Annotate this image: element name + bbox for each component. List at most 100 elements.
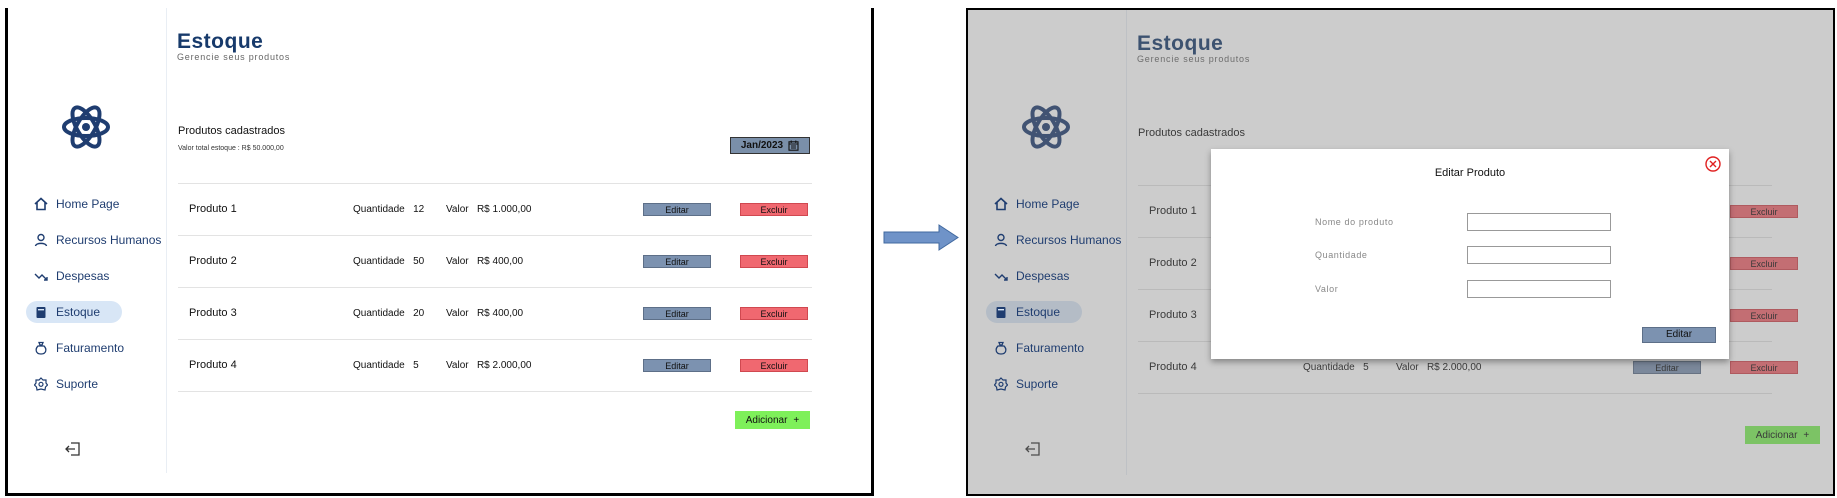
logout-icon[interactable] — [1024, 440, 1042, 458]
quantity-value: 20 — [413, 308, 425, 319]
sidebar-item-label: Home Page — [1016, 197, 1080, 211]
sidebar-divider — [166, 8, 167, 473]
edit-button[interactable]: Editar — [643, 359, 711, 372]
sidebar-item-label: Faturamento — [56, 341, 125, 355]
quantity-cell: Quantidade 50 — [353, 256, 424, 267]
quantity-label: Quantidade — [353, 308, 405, 319]
sidebar-item-label: Estoque — [1016, 305, 1061, 319]
quantity-label: Quantidade — [353, 204, 405, 215]
person-icon — [994, 233, 1008, 247]
sidebar-nav: Home Page Recursos Humanos Despesas Esto… — [26, 186, 166, 402]
value-amount: R$ 2.000,00 — [476, 360, 532, 371]
delete-button[interactable]: Excluir — [740, 203, 808, 216]
value-cell: Valor R$ 1.000,00 — [446, 204, 531, 215]
edit-button[interactable]: Editar — [643, 307, 711, 320]
sidebar-item-faturamento[interactable]: Faturamento — [988, 330, 1126, 366]
logout-icon[interactable] — [64, 440, 82, 458]
money-bag-icon — [35, 341, 47, 355]
product-name: Produto 3 — [189, 307, 237, 319]
add-product-label: Adicionar — [1755, 429, 1798, 441]
screen-edit-modal: Home Page Recursos Humanos Despesas Esto… — [966, 8, 1835, 496]
sidebar-nav: Home Page Recursos Humanos Despesas Esto… — [986, 186, 1126, 402]
delete-button[interactable]: Excluir — [1730, 257, 1798, 270]
trend-down-icon — [34, 273, 48, 281]
active-indicator — [986, 301, 1082, 323]
plus-icon: + — [793, 414, 800, 426]
quantity-label: Quantidade — [1303, 362, 1355, 373]
support-icon — [994, 377, 1008, 391]
sidebar-item-rh[interactable]: Recursos Humanos — [988, 222, 1126, 258]
atom-logo-icon — [62, 105, 110, 149]
table-row: Produto 4 Quantidade 5 Valor R$ 2.000,00… — [178, 339, 812, 392]
product-name: Produto 1 — [1149, 205, 1197, 217]
person-icon — [34, 233, 48, 247]
quantity-cell: Quantidade 20 — [353, 308, 424, 319]
edit-button[interactable]: Editar — [1633, 361, 1701, 374]
delete-button[interactable]: Excluir — [740, 359, 808, 372]
quantity-input[interactable] — [1467, 246, 1611, 264]
sidebar-item-despesas[interactable]: Despesas — [988, 258, 1126, 294]
edit-button[interactable]: Editar — [643, 203, 711, 216]
value-cell: Valor R$ 2.000,00 — [1396, 362, 1481, 373]
page-title: Estoque — [177, 30, 264, 53]
add-product-button[interactable]: Adicionar + — [735, 411, 810, 429]
quantity-cell: Quantidade 5 — [353, 360, 419, 371]
delete-button[interactable]: Excluir — [1730, 309, 1798, 322]
home-icon — [994, 197, 1008, 211]
plus-icon: + — [1803, 429, 1810, 441]
sidebar-item-estoque[interactable]: Estoque — [26, 294, 166, 330]
sidebar-item-home[interactable]: Home Page — [28, 186, 166, 222]
value-label: Valor — [446, 256, 469, 267]
add-product-label: Adicionar — [745, 414, 788, 426]
table-row: Produto 3 Quantidade 20 Valor R$ 400,00 … — [178, 287, 812, 339]
delete-button[interactable]: Excluir — [740, 255, 808, 268]
value-input[interactable] — [1467, 280, 1611, 298]
delete-button[interactable]: Excluir — [1730, 361, 1798, 374]
sidebar-item-rh[interactable]: Recursos Humanos — [28, 222, 166, 258]
field-label-quantity: Quantidade — [1315, 250, 1368, 260]
value-amount: R$ 400,00 — [476, 256, 524, 267]
sidebar-item-label: Faturamento — [1016, 341, 1085, 355]
sidebar-item-label: Recursos Humanos — [56, 233, 162, 247]
trend-down-icon — [994, 273, 1008, 281]
date-filter-label: Jan/2023 — [740, 140, 784, 151]
atom-logo-icon — [1022, 105, 1070, 149]
product-name: Produto 3 — [1149, 309, 1197, 321]
section-title: Produtos cadastrados — [178, 125, 286, 137]
date-filter-button[interactable]: Jan/2023 — [730, 137, 810, 154]
modal-title: Editar Produto — [1434, 167, 1506, 179]
sidebar-item-label: Suporte — [1016, 377, 1059, 391]
close-icon[interactable] — [1705, 156, 1721, 172]
field-label-product-name: Nome do produto — [1315, 217, 1394, 227]
sidebar-item-suporte[interactable]: Suporte — [28, 366, 166, 402]
add-product-button[interactable]: Adicionar + — [1745, 426, 1820, 444]
total-value-text: Valor total estoque : R$ 50.000,00 — [178, 145, 284, 152]
sidebar-item-home[interactable]: Home Page — [988, 186, 1126, 222]
stock-icon — [36, 307, 46, 318]
home-icon — [34, 197, 48, 211]
quantity-label: Quantidade — [353, 360, 405, 371]
modal-edit-button[interactable]: Editar — [1642, 327, 1716, 343]
quantity-cell: Quantidade 12 — [353, 204, 424, 215]
sidebar-item-despesas[interactable]: Despesas — [28, 258, 166, 294]
sidebar-item-estoque[interactable]: Estoque — [986, 294, 1126, 330]
delete-button[interactable]: Excluir — [740, 307, 808, 320]
product-name: Produto 4 — [189, 359, 237, 371]
table-row: Produto 1 Excluir — [1138, 185, 1798, 237]
sidebar-item-label: Estoque — [56, 305, 101, 319]
sidebar-item-suporte[interactable]: Suporte — [988, 366, 1126, 402]
sidebar: Home Page Recursos Humanos Despesas Esto… — [8, 8, 166, 493]
product-name-input[interactable] — [1467, 213, 1611, 231]
edit-button[interactable]: Editar — [643, 255, 711, 268]
screen-inventory: Home Page Recursos Humanos Despesas Esto… — [5, 8, 874, 496]
calendar-icon — [788, 140, 799, 151]
value-cell: Valor R$ 400,00 — [446, 256, 523, 267]
value-label: Valor — [1396, 362, 1419, 373]
value-cell: Valor R$ 400,00 — [446, 308, 523, 319]
sidebar-item-faturamento[interactable]: Faturamento — [28, 330, 166, 366]
quantity-label: Quantidade — [353, 256, 405, 267]
quantity-value: 5 — [1363, 362, 1369, 373]
table-row: Produto 1 Quantidade 12 Valor R$ 1.000,0… — [178, 183, 812, 235]
delete-button[interactable]: Excluir — [1730, 205, 1798, 218]
support-icon — [34, 377, 48, 391]
